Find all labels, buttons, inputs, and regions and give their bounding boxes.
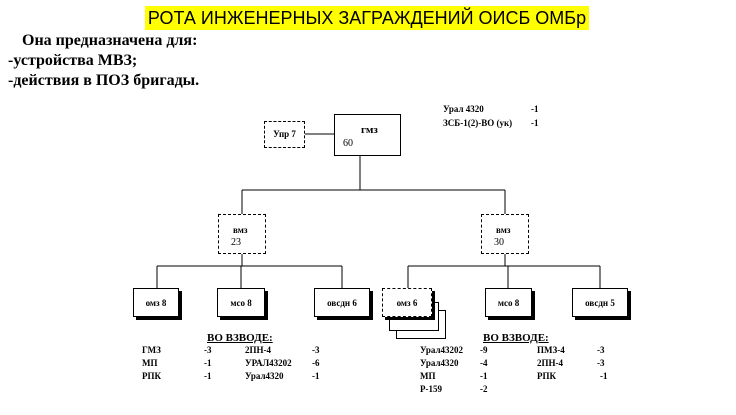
squad-right-label: мсо 8 (497, 298, 520, 308)
equipment-name: РПК (537, 371, 557, 381)
equipment-name: Урал4320 (420, 358, 459, 368)
equipment-count: -2 (480, 384, 488, 394)
squad-left-label: омз 8 (145, 298, 167, 308)
equipment-count: -1 (480, 371, 488, 381)
squad-right-box: мсо 8 (485, 288, 532, 317)
command-unit-count: 60 (343, 138, 353, 149)
platoon-left-box: вмз 23 (218, 214, 266, 254)
hq-equipment-name: ЗСБ-1(2)-ВО (ук) (443, 118, 513, 128)
platoon-right-count: 30 (494, 237, 504, 248)
equipment-name: 2ПН-4 (537, 358, 563, 368)
page-title: РОТА ИНЖЕНЕРНЫХ ЗАГРАЖДЕНИЙ ОИСБ ОМБр (145, 6, 589, 30)
hq-equipment-count: -1 (531, 104, 539, 114)
equipment-count: -1 (312, 371, 320, 381)
equipment-count: -3 (312, 345, 320, 355)
equipment-count: -1 (204, 371, 212, 381)
platoon-right-equipment-heading: ВО ВЗВОДЕ: (483, 332, 549, 344)
equipment-count: -1 (600, 371, 608, 381)
purpose-intro: Она предназначена для: (22, 32, 198, 49)
squad-left-box: мсо 8 (217, 288, 265, 317)
purpose-item: -действия в ПОЗ бригады. (8, 72, 200, 89)
control-unit-label: Упр 7 (273, 129, 296, 139)
squad-left-box: овсдн 6 (314, 288, 370, 317)
equipment-name: УРАЛ43202 (245, 358, 292, 368)
equipment-count: -3 (597, 358, 605, 368)
equipment-count: -9 (480, 345, 488, 355)
squad-left-label: мсо 8 (230, 298, 252, 308)
hq-equipment-count: -1 (531, 118, 539, 128)
equipment-name: МП (142, 358, 158, 368)
control-unit-box: Упр 7 (264, 121, 305, 148)
equipment-name: 2ПН-4 (245, 345, 271, 355)
equipment-name: Урал4320 (245, 371, 284, 381)
equipment-name: Р-159 (420, 384, 442, 394)
equipment-count: -3 (597, 345, 605, 355)
squad-right-box: овсдн 5 (572, 288, 628, 317)
squad-left-box: омз 8 (133, 288, 179, 317)
platoon-right-box: вмз 30 (481, 214, 529, 254)
hq-equipment-name: Урал 4320 (443, 104, 484, 114)
equipment-name: МП (420, 371, 436, 381)
squad-right-label: омз 6 (396, 298, 418, 308)
equipment-count: -4 (480, 358, 488, 368)
squad-left-label: овсдн 6 (327, 298, 357, 308)
equipment-name: ПМЗ-4 (537, 345, 565, 355)
equipment-count: -3 (204, 345, 212, 355)
equipment-count: -1 (204, 358, 212, 368)
platoon-left-label: вмз (233, 225, 248, 235)
command-unit-box: гмз 60 (334, 114, 401, 156)
squad-right-label: овсдн 5 (585, 298, 615, 308)
command-unit-label: гмз (361, 124, 378, 136)
equipment-name: РПК (142, 371, 162, 381)
equipment-name: ГМЗ (142, 345, 161, 355)
platoon-left-equipment-heading: ВО ВЗВОДЕ: (207, 332, 273, 344)
platoon-right-label: вмз (496, 225, 511, 235)
purpose-item: -устройства МВЗ; (8, 52, 138, 69)
platoon-left-count: 23 (231, 237, 241, 248)
squad-right-box: омз 6 (382, 288, 432, 317)
equipment-name: Урал43202 (420, 345, 464, 355)
equipment-count: -6 (312, 358, 320, 368)
